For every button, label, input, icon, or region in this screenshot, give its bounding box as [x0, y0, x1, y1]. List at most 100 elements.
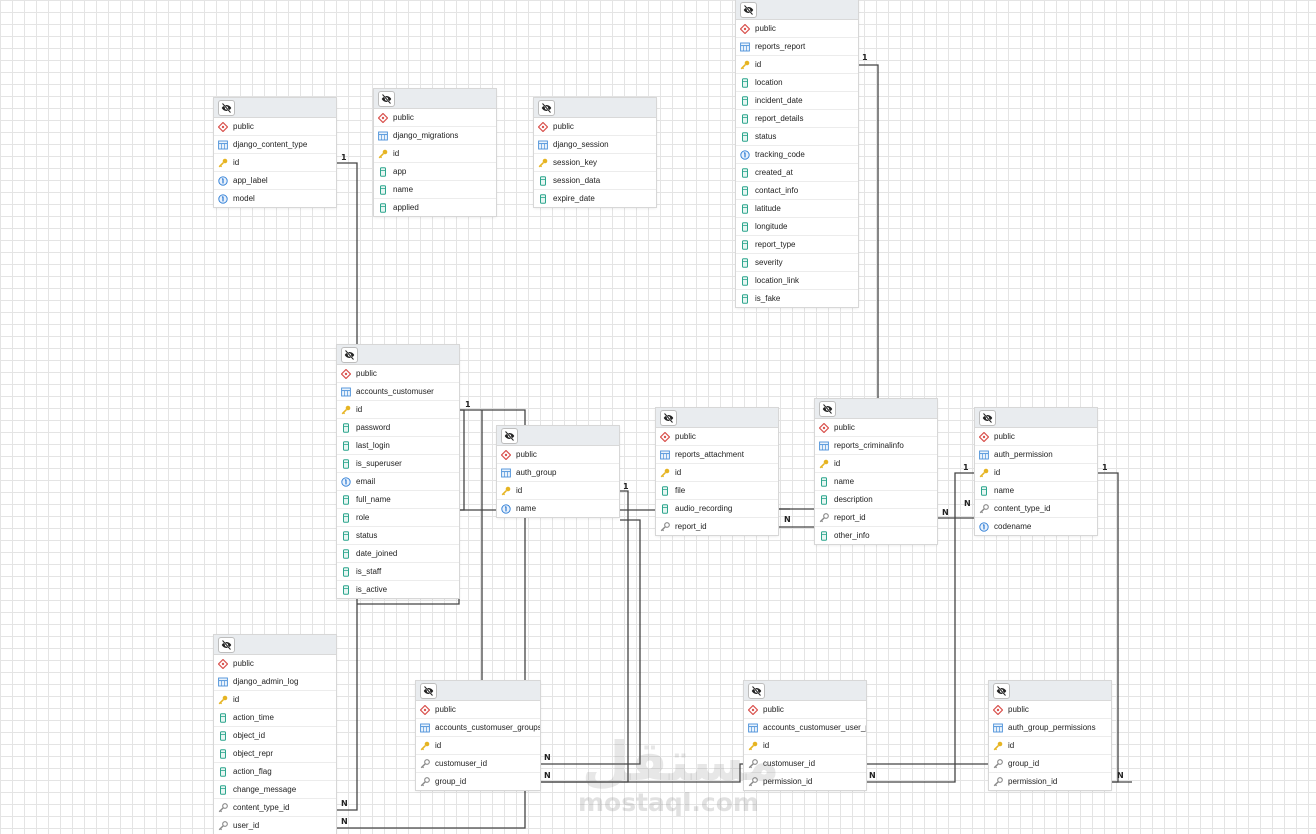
- eye-off-icon[interactable]: [218, 637, 235, 653]
- column-row[interactable]: app_label: [214, 172, 336, 190]
- table-header[interactable]: [815, 399, 937, 419]
- eye-off-icon[interactable]: [819, 401, 836, 417]
- eye-off-icon[interactable]: [993, 683, 1010, 699]
- schema-row[interactable]: public: [214, 118, 336, 136]
- table-name-row[interactable]: reports_report: [736, 38, 858, 56]
- table-header[interactable]: [374, 89, 496, 109]
- column-row[interactable]: status: [337, 527, 459, 545]
- column-row[interactable]: object_id: [214, 727, 336, 745]
- column-row[interactable]: id: [497, 482, 619, 500]
- schema-row[interactable]: public: [656, 428, 778, 446]
- column-row[interactable]: last_login: [337, 437, 459, 455]
- column-row[interactable]: location_link: [736, 272, 858, 290]
- column-row[interactable]: incident_date: [736, 92, 858, 110]
- column-row[interactable]: id: [214, 691, 336, 709]
- column-row[interactable]: report_details: [736, 110, 858, 128]
- eye-off-icon[interactable]: [218, 100, 235, 116]
- schema-row[interactable]: public: [497, 446, 619, 464]
- column-row[interactable]: name: [975, 482, 1097, 500]
- column-row[interactable]: tracking_code: [736, 146, 858, 164]
- column-row[interactable]: applied: [374, 199, 496, 216]
- table-accounts-customuser-user-permissions[interactable]: publicaccounts_customuser_user_permissio…: [744, 681, 866, 790]
- column-row[interactable]: name: [374, 181, 496, 199]
- schema-row[interactable]: public: [214, 655, 336, 673]
- column-row[interactable]: date_joined: [337, 545, 459, 563]
- eye-off-icon[interactable]: [740, 2, 757, 18]
- table-header[interactable]: [975, 408, 1097, 428]
- column-row[interactable]: user_id: [214, 817, 336, 834]
- column-row[interactable]: created_at: [736, 164, 858, 182]
- table-name-row[interactable]: accounts_customuser: [337, 383, 459, 401]
- table-header[interactable]: [744, 681, 866, 701]
- column-row[interactable]: is_fake: [736, 290, 858, 307]
- schema-row[interactable]: public: [416, 701, 540, 719]
- column-row[interactable]: role: [337, 509, 459, 527]
- column-row[interactable]: action_flag: [214, 763, 336, 781]
- table-header[interactable]: [534, 98, 656, 118]
- column-row[interactable]: full_name: [337, 491, 459, 509]
- column-row[interactable]: report_id: [815, 509, 937, 527]
- column-row[interactable]: longitude: [736, 218, 858, 236]
- column-row[interactable]: audio_recording: [656, 500, 778, 518]
- schema-row[interactable]: public: [989, 701, 1111, 719]
- column-row[interactable]: codename: [975, 518, 1097, 535]
- schema-row[interactable]: public: [975, 428, 1097, 446]
- column-row[interactable]: customuser_id: [416, 755, 540, 773]
- column-row[interactable]: id: [337, 401, 459, 419]
- column-row[interactable]: session_key: [534, 154, 656, 172]
- column-row[interactable]: content_type_id: [214, 799, 336, 817]
- column-row[interactable]: report_id: [656, 518, 778, 535]
- column-row[interactable]: permission_id: [744, 773, 866, 790]
- table-header[interactable]: [656, 408, 778, 428]
- schema-row[interactable]: public: [337, 365, 459, 383]
- eye-off-icon[interactable]: [501, 428, 518, 444]
- table-name-row[interactable]: django_migrations: [374, 127, 496, 145]
- column-row[interactable]: content_type_id: [975, 500, 1097, 518]
- column-row[interactable]: name: [497, 500, 619, 517]
- table-name-row[interactable]: django_content_type: [214, 136, 336, 154]
- eye-off-icon[interactable]: [660, 410, 677, 426]
- column-row[interactable]: status: [736, 128, 858, 146]
- table-header[interactable]: [214, 98, 336, 118]
- column-row[interactable]: description: [815, 491, 937, 509]
- table-header[interactable]: [989, 681, 1111, 701]
- column-row[interactable]: id: [214, 154, 336, 172]
- eye-off-icon[interactable]: [538, 100, 555, 116]
- table-header[interactable]: [736, 0, 858, 20]
- table-header[interactable]: [416, 681, 540, 701]
- column-row[interactable]: id: [815, 455, 937, 473]
- column-row[interactable]: id: [416, 737, 540, 755]
- column-row[interactable]: is_active: [337, 581, 459, 598]
- eye-off-icon[interactable]: [748, 683, 765, 699]
- column-row[interactable]: severity: [736, 254, 858, 272]
- table-name-row[interactable]: auth_group: [497, 464, 619, 482]
- column-row[interactable]: customuser_id: [744, 755, 866, 773]
- column-row[interactable]: report_type: [736, 236, 858, 254]
- column-row[interactable]: location: [736, 74, 858, 92]
- eye-off-icon[interactable]: [420, 683, 437, 699]
- table-name-row[interactable]: django_admin_log: [214, 673, 336, 691]
- schema-row[interactable]: public: [534, 118, 656, 136]
- table-header[interactable]: [497, 426, 619, 446]
- column-row[interactable]: id: [736, 56, 858, 74]
- column-row[interactable]: id: [989, 737, 1111, 755]
- eye-off-icon[interactable]: [378, 91, 395, 107]
- column-row[interactable]: id: [374, 145, 496, 163]
- column-row[interactable]: session_data: [534, 172, 656, 190]
- column-row[interactable]: object_repr: [214, 745, 336, 763]
- eye-off-icon[interactable]: [979, 410, 996, 426]
- column-row[interactable]: group_id: [416, 773, 540, 790]
- schema-row[interactable]: public: [815, 419, 937, 437]
- column-row[interactable]: other_info: [815, 527, 937, 544]
- schema-row[interactable]: public: [374, 109, 496, 127]
